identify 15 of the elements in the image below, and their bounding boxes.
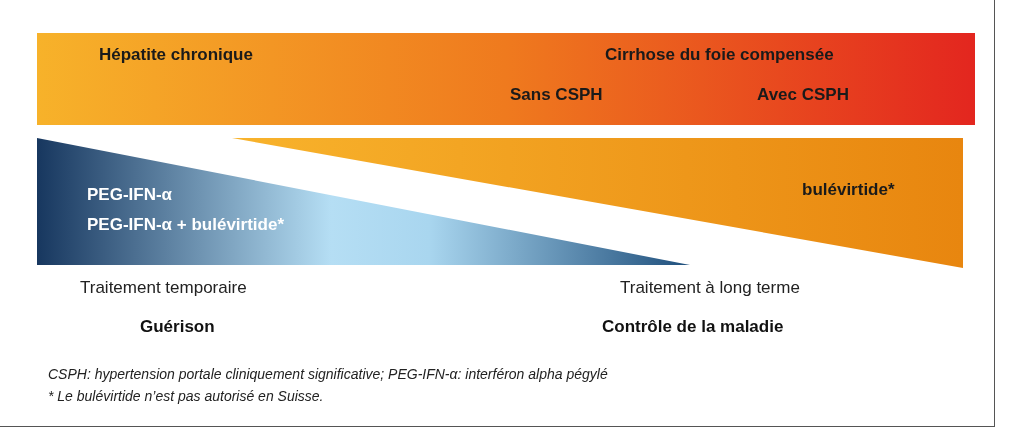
stage-label: Avec CSPH <box>757 85 849 105</box>
treatment-label: Traitement temporaire <box>80 278 247 298</box>
therapy-label: PEG-IFN-α <box>87 185 173 205</box>
stage-band <box>37 33 975 125</box>
stage-label: Hépatite chronique <box>99 45 253 65</box>
stage-label: Sans CSPH <box>510 85 603 105</box>
therapy-label: PEG-IFN-α + bulévirtide* <box>87 215 284 235</box>
stage-label: Cirrhose du foie compensée <box>605 45 834 65</box>
treatment-wedge <box>37 138 690 265</box>
outcome-label: Guérison <box>140 317 215 337</box>
therapy-label: bulévirtide* <box>802 180 895 200</box>
footnote: CSPH: hypertension portale cliniquement significative; PEG-IFN-α: interféron alpha pégylé <box>48 366 608 382</box>
treatment-label: Traitement à long terme <box>620 278 800 298</box>
footnote: * Le bulévirtide n’est pas autorisé en Suisse. <box>48 388 324 404</box>
outcome-label: Contrôle de la maladie <box>602 317 784 337</box>
